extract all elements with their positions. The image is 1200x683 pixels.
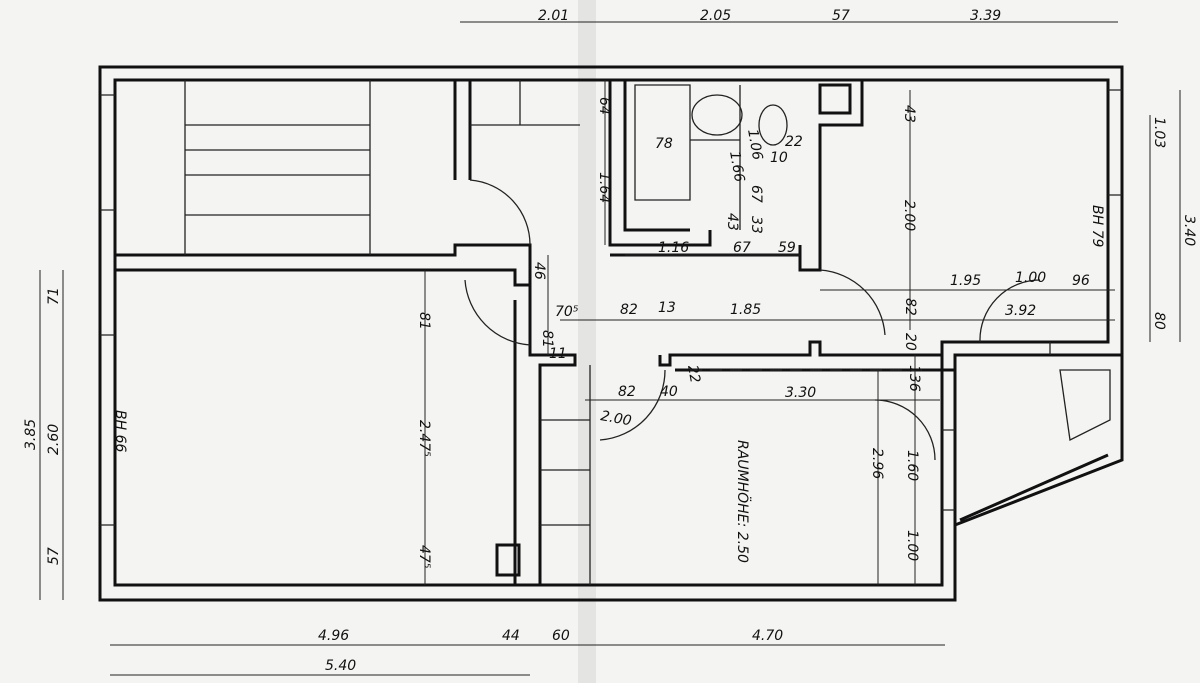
w-475: 47⁵ bbox=[416, 545, 432, 569]
se-200: 2.00 bbox=[599, 408, 633, 429]
bath-78: 78 bbox=[655, 136, 673, 152]
dim-right-2: 3.40 bbox=[1181, 215, 1197, 246]
hall-705: 70⁵ bbox=[555, 304, 579, 320]
bath-43: 43 bbox=[724, 213, 740, 231]
dimension-lines bbox=[39, 21, 1181, 676]
ne-100: 1.00 bbox=[1015, 270, 1046, 286]
dim-bottom-3: 60 bbox=[552, 628, 570, 644]
ne-96: 96 bbox=[1072, 273, 1090, 289]
hall-82: 82 bbox=[620, 302, 638, 318]
se-height: RAUMHÖHE: 2.50 bbox=[734, 440, 752, 563]
dim-left-2: 3.85 bbox=[23, 419, 39, 450]
dim-bottom-5: 5.40 bbox=[325, 658, 356, 674]
w-window: BH 66 bbox=[112, 410, 128, 452]
hall-185: 1.85 bbox=[730, 302, 761, 318]
dim-top-3: 57 bbox=[832, 8, 850, 24]
dim-top-2: 2.05 bbox=[700, 8, 731, 24]
bath-67v: 67 bbox=[748, 185, 764, 203]
bath-116: 1.16 bbox=[658, 240, 689, 256]
se-296: 2.96 bbox=[869, 448, 885, 479]
bath-22: 22 bbox=[785, 134, 803, 150]
bath-10: 10 bbox=[770, 150, 788, 166]
se-100: 1.00 bbox=[904, 530, 920, 561]
se-160: 1.60 bbox=[904, 450, 920, 481]
dim-top-1: 2.01 bbox=[538, 8, 569, 24]
ne-82: 82 bbox=[902, 298, 918, 316]
bath-59: 59 bbox=[778, 240, 796, 256]
dimension-labels: 2.01 2.05 57 3.39 1.03 3.40 80 71 3.85 2… bbox=[23, 8, 1197, 674]
w-2475: 2.47⁵ bbox=[416, 420, 432, 457]
hall-11: 11 bbox=[549, 346, 567, 362]
dim-right-3: 80 bbox=[1151, 312, 1167, 330]
hall-81b: 81 bbox=[539, 330, 555, 348]
walls bbox=[98, 65, 1124, 602]
bath-64: 64 bbox=[596, 97, 612, 115]
se-22: 22 bbox=[684, 364, 703, 384]
se-82: 82 bbox=[618, 384, 636, 400]
ne-20: 20 bbox=[902, 333, 918, 351]
bath-67: 67 bbox=[733, 240, 751, 256]
ne-43: 43 bbox=[901, 105, 917, 123]
hall-81a: 81 bbox=[416, 312, 432, 330]
dim-left-4: 57 bbox=[46, 547, 62, 565]
ne-200: 2.00 bbox=[901, 200, 917, 231]
dim-right-1: 1.03 bbox=[1151, 117, 1167, 148]
bath-33: 33 bbox=[748, 216, 764, 234]
bath-164: 1.64 bbox=[596, 172, 612, 203]
dim-bottom-1: 4.96 bbox=[318, 628, 349, 644]
dim-left-1: 71 bbox=[46, 287, 62, 305]
dim-top-4: 3.39 bbox=[970, 8, 1001, 24]
se-136: 136 bbox=[906, 365, 922, 392]
ne-195: 1.95 bbox=[950, 273, 981, 289]
bath-106: 1.06 bbox=[744, 128, 765, 162]
paper-fold bbox=[578, 0, 596, 683]
dim-bottom-2: 44 bbox=[502, 628, 520, 644]
hall-46: 46 bbox=[531, 262, 547, 280]
bath-166: 1.66 bbox=[726, 150, 747, 184]
hall-13: 13 bbox=[658, 300, 676, 316]
ne-392: 3.92 bbox=[1005, 303, 1036, 319]
ne-window: BH 79 bbox=[1089, 205, 1105, 247]
dim-left-3: 2.60 bbox=[46, 424, 62, 455]
se-40: 40 bbox=[660, 384, 678, 400]
dim-bottom-4: 4.70 bbox=[752, 628, 783, 644]
se-330: 3.30 bbox=[785, 385, 816, 401]
